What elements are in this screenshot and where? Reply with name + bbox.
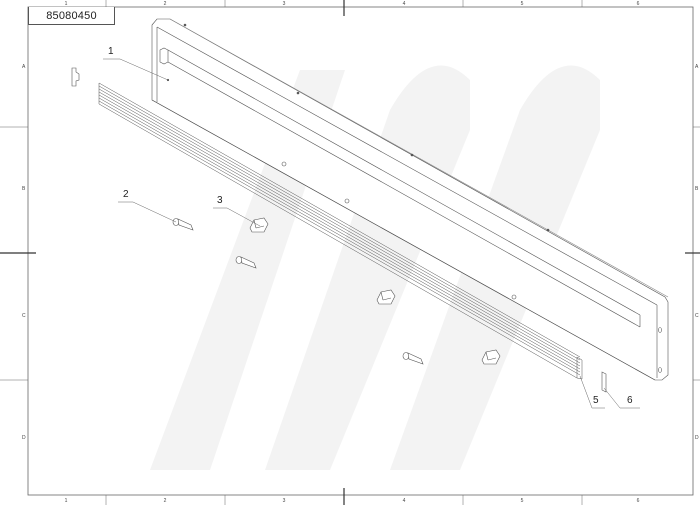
callout-5: 5 <box>593 395 599 406</box>
callout-1: 1 <box>108 46 114 57</box>
zone-label-top-4: 4 <box>402 1 406 7</box>
callout-2: 2 <box>123 189 129 200</box>
zone-label-bottom-1: 1 <box>64 498 68 504</box>
part-number-box: 85080450 <box>28 7 115 25</box>
part-mounting-clips <box>249 217 501 365</box>
zone-label-right-c: C <box>695 313 699 319</box>
callout-6: 6 <box>627 395 633 406</box>
zone-label-top-3: 3 <box>282 1 286 7</box>
zone-label-right-a: A <box>695 64 699 70</box>
part-cabinet-panel <box>151 18 669 381</box>
zone-label-top-1: 1 <box>64 1 68 7</box>
part-hinge-latches <box>172 218 424 365</box>
zone-label-top-2: 2 <box>163 1 167 7</box>
zone-label-bottom-3: 3 <box>282 498 286 504</box>
zone-label-top-6: 6 <box>636 1 640 7</box>
zone-label-right-d: D <box>695 435 699 441</box>
callout-leaders <box>103 58 640 409</box>
zone-label-right-b: B <box>695 186 699 192</box>
zone-label-bottom-2: 2 <box>163 498 167 504</box>
zone-label-bottom-5: 5 <box>520 498 524 504</box>
zone-label-left-b: B <box>22 186 26 192</box>
zone-label-top-5: 5 <box>520 1 524 7</box>
zone-label-left-c: C <box>22 313 26 319</box>
part-end-cap <box>71 67 607 393</box>
callout-3: 3 <box>217 195 223 206</box>
zone-label-left-d: D <box>22 435 26 441</box>
zone-label-bottom-4: 4 <box>402 498 406 504</box>
part-aluminum-profile-rail <box>98 82 583 380</box>
zone-label-bottom-6: 6 <box>636 498 640 504</box>
zone-label-left-a: A <box>22 64 26 70</box>
